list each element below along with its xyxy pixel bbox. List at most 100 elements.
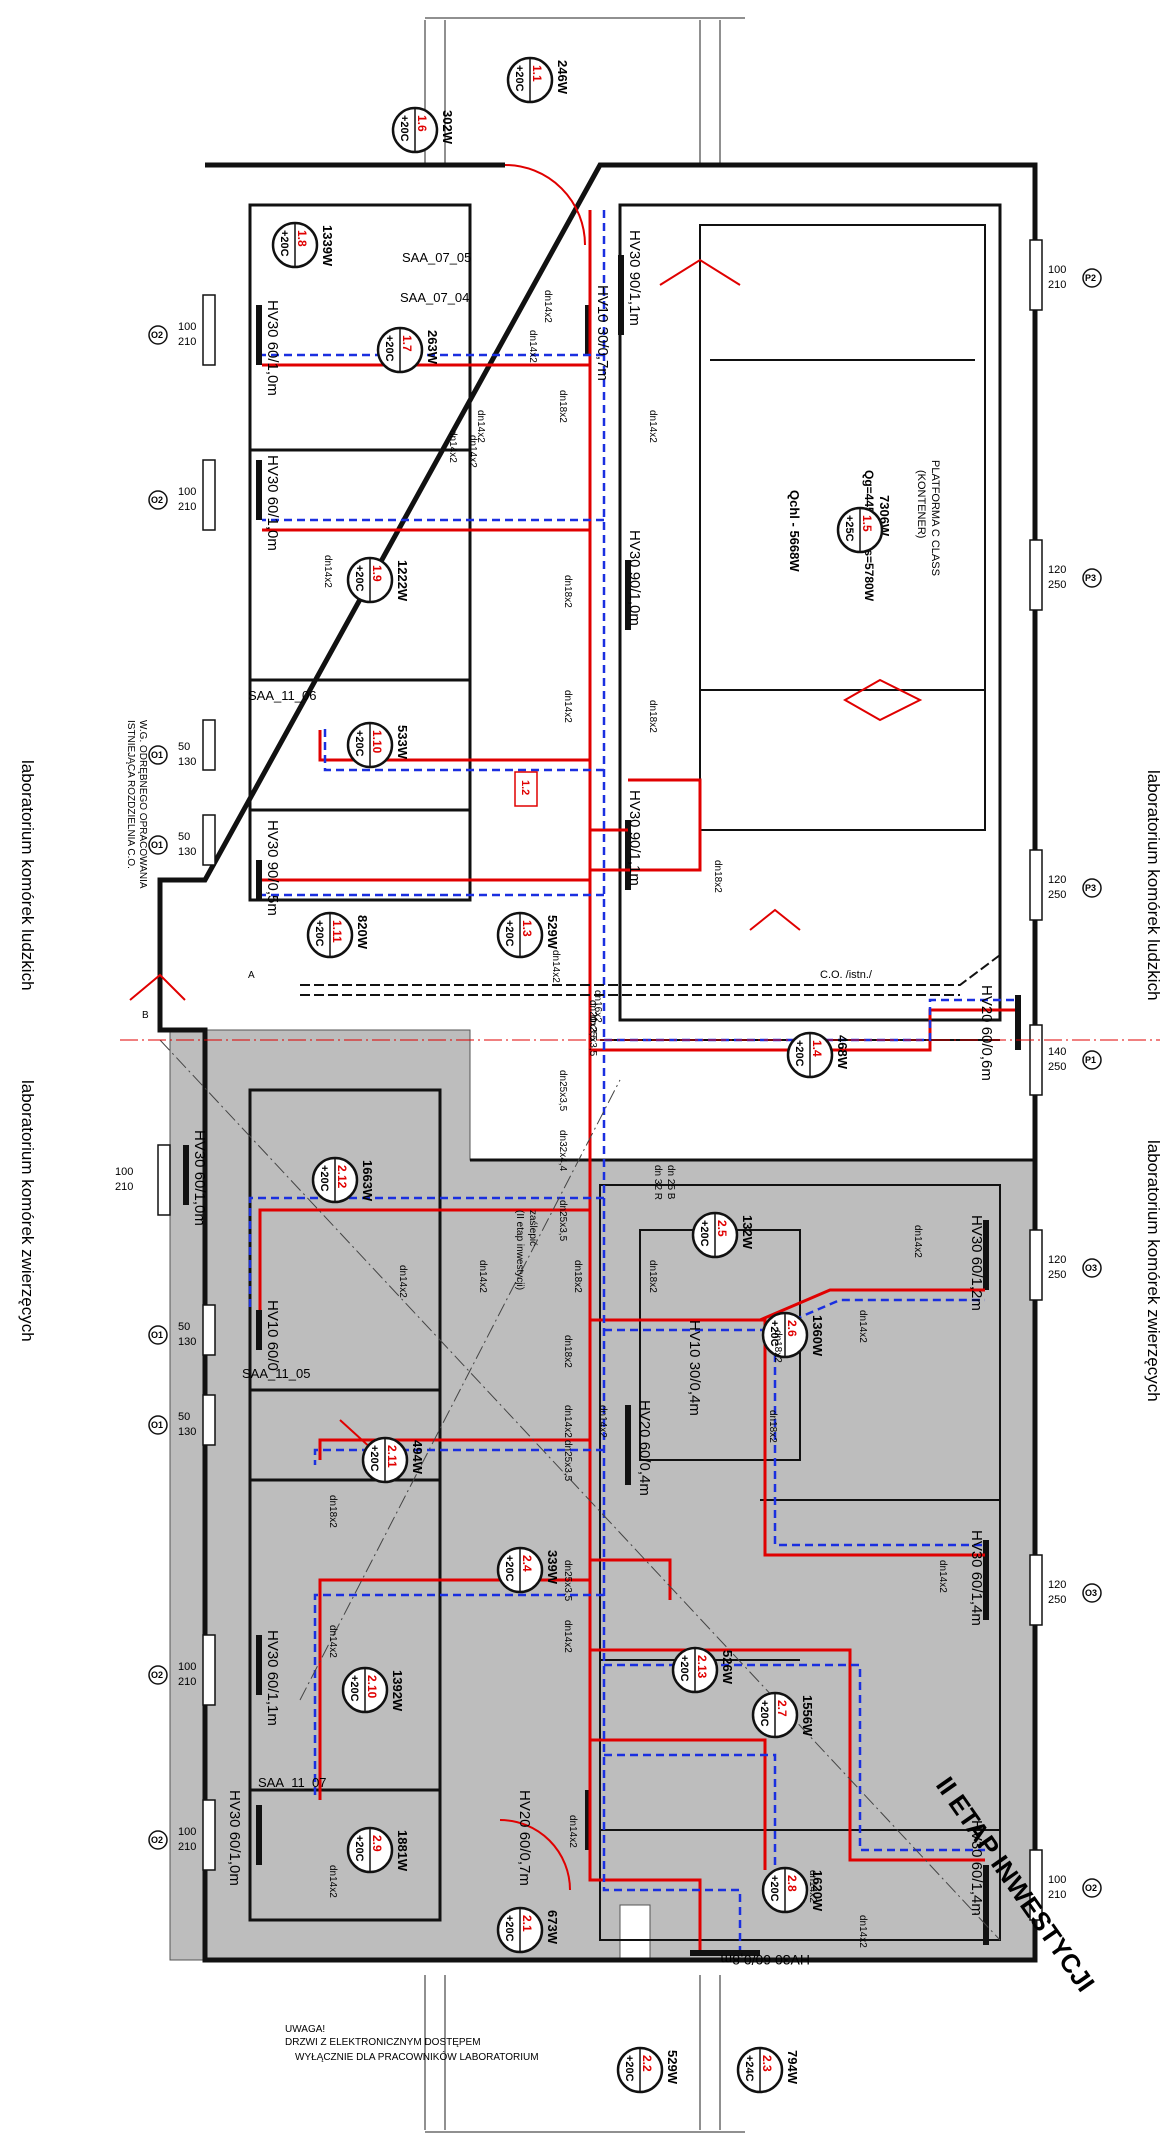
room-id: 2.1 bbox=[520, 1915, 534, 1932]
window-type: O2 bbox=[151, 1835, 163, 1845]
window-type: O2 bbox=[151, 495, 163, 505]
window-tags: O2100210O2100210O150130O150130O150130O15… bbox=[115, 264, 1102, 1901]
window-height: 210 bbox=[178, 1676, 196, 1688]
window-width: 100 bbox=[178, 321, 196, 333]
room-id: 2.13 bbox=[695, 1655, 709, 1679]
pipe-size-label: dn14x2 bbox=[857, 1310, 868, 1343]
room-temp: +20C bbox=[383, 335, 395, 362]
room-power: 132W bbox=[740, 1215, 755, 1250]
unit-labels: SAA_07_05SAA_07_04SAA_11_06SAA_11_05SAA_… bbox=[242, 250, 471, 1790]
room-temp: +20C bbox=[623, 2055, 635, 2082]
room-temp: +20C bbox=[398, 115, 410, 142]
radiators bbox=[183, 255, 1021, 1956]
room-power: 302W bbox=[440, 110, 455, 145]
return-pipes bbox=[248, 210, 1015, 1950]
pipe-size-label: dn18x2 bbox=[767, 1410, 778, 1443]
pipe-size-label: dn18x2 bbox=[712, 860, 723, 893]
room-temp: +20C bbox=[793, 1040, 805, 1067]
pipe-size-label: dn14x2 bbox=[322, 555, 333, 588]
room-temp: +20C bbox=[313, 920, 325, 947]
room-power: 494W bbox=[410, 1440, 425, 1475]
pipe-size-label: dn14x2 bbox=[542, 290, 553, 323]
window-width: 140 bbox=[1048, 1046, 1066, 1058]
pipe-size-label: dn14x2 bbox=[562, 690, 573, 723]
radiator-label: HV30 60/1,0m bbox=[226, 1790, 243, 1886]
door-note-line3: WYŁĄCZNIE DLA PRACOWNIKÓW LABORATORIUM bbox=[295, 2050, 539, 2063]
room-temp: +20C bbox=[768, 1320, 780, 1347]
container-title: PLATFORMA C CLASS bbox=[929, 460, 941, 576]
room-temp: +20C bbox=[678, 1655, 690, 1682]
window-height: 130 bbox=[178, 846, 196, 858]
pipe-size-label: dn14x2 bbox=[857, 1915, 868, 1948]
room-temp: +20C bbox=[353, 1835, 365, 1862]
room-power: 1881W bbox=[395, 1830, 410, 1872]
room-id: 2.2 bbox=[640, 2055, 654, 2072]
window-height: 250 bbox=[1048, 1269, 1066, 1281]
room-power: 1222W bbox=[395, 560, 410, 602]
room-id: 2.9 bbox=[370, 1835, 384, 1852]
door-note-line1: UWAGA! bbox=[285, 2024, 325, 2035]
radiator-label: HV20 60/0,7m bbox=[516, 1790, 533, 1886]
pipe-size-label: dn25x3,5 bbox=[557, 1070, 568, 1112]
riser-note-b: (II etap inwestycji) bbox=[514, 1210, 525, 1290]
windows-left bbox=[157, 294, 216, 1871]
window-type: O1 bbox=[151, 750, 163, 760]
window-type: O1 bbox=[151, 1420, 163, 1430]
room-id: 2.11 bbox=[385, 1445, 399, 1468]
room-id: 1.1 bbox=[530, 65, 544, 82]
window-width: 100 bbox=[178, 486, 196, 498]
room-temp: +20C bbox=[353, 730, 365, 757]
radiator-label: HV30 90/1,1m bbox=[626, 790, 643, 886]
pipe-size-label: dn18x2 bbox=[647, 700, 658, 733]
side-label-right-lower: laboratorium komórek zwierzęcych bbox=[1144, 1140, 1163, 1402]
window-width: 120 bbox=[1048, 874, 1066, 886]
pipe-size-label: dn14x2 bbox=[807, 1870, 818, 1903]
room-id: 2.3 bbox=[760, 2055, 774, 2072]
pipe-size-label: dn14x2 bbox=[467, 435, 478, 468]
room-id: 2.6 bbox=[785, 1320, 799, 1337]
room-id: 1.3 bbox=[520, 920, 534, 937]
pipe-size-label: dn25x3,5 bbox=[557, 1200, 568, 1242]
pipe-size-label: dn14x2 bbox=[527, 330, 538, 363]
pipe-size-label: dn14x2 bbox=[327, 1865, 338, 1898]
window-height: 210 bbox=[178, 501, 196, 513]
radiator-label: HV30 90/1,1m bbox=[626, 230, 643, 326]
room-temp: +25C bbox=[843, 515, 855, 542]
room-temp: +20C bbox=[758, 1700, 770, 1727]
window-width: 50 bbox=[178, 1321, 190, 1333]
window-height: 250 bbox=[1048, 889, 1066, 901]
grid-lines bbox=[424, 17, 745, 2133]
window-width: 100 bbox=[1048, 264, 1066, 276]
room-temp: +20C bbox=[318, 1165, 330, 1192]
pipe-size-label: dn18x2 bbox=[647, 1260, 658, 1293]
room-power: 1620W bbox=[810, 1870, 825, 1912]
room-temp: +20C bbox=[503, 1915, 515, 1942]
room-power: 820W bbox=[355, 915, 370, 950]
radiator-label: HV30 60/0,8m bbox=[721, 1952, 811, 1968]
svg-text:1.2: 1.2 bbox=[519, 780, 531, 795]
pipe-size-label: dn20x3,5 bbox=[587, 1000, 598, 1042]
co-label: C.O. /istn./ bbox=[820, 969, 873, 981]
window-height: 130 bbox=[178, 756, 196, 768]
room-id: 1.8 bbox=[295, 230, 309, 247]
unit-label: SAA_07_04 bbox=[400, 290, 469, 305]
room-id: 2.8 bbox=[785, 1875, 799, 1892]
room-power: 1556W bbox=[800, 1695, 815, 1737]
window-height: 130 bbox=[178, 1336, 196, 1348]
pipe-size-label: dn14x2 bbox=[567, 1815, 578, 1848]
room-id: 1.4 bbox=[810, 1040, 824, 1057]
pipe-size-label: dn18x2 bbox=[562, 1335, 573, 1368]
window-tag: O2 100 210 bbox=[148, 486, 196, 513]
unit-label: SAA_11_06 bbox=[248, 688, 316, 703]
